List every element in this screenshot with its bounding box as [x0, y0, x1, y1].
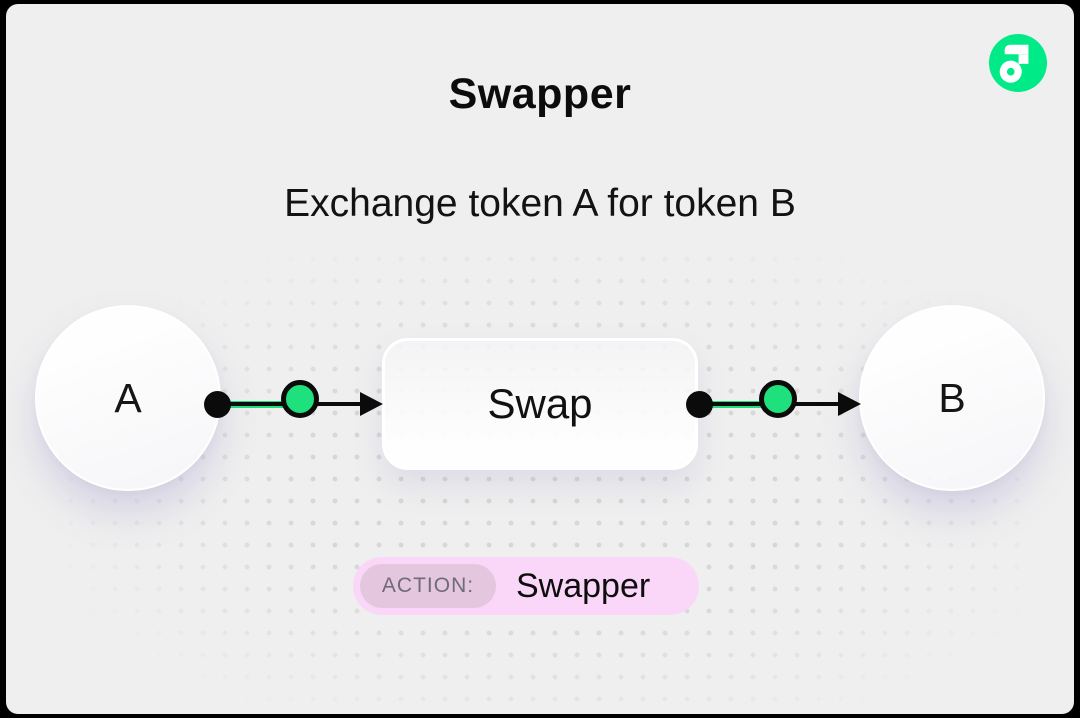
action-badge-label-pill: ACTION: — [360, 564, 496, 608]
arrowhead-into-b — [838, 392, 861, 416]
page-subtitle: Exchange token A for token B — [284, 182, 796, 225]
node-token-a-label: A — [114, 374, 142, 421]
edge-swap-to-b — [783, 402, 841, 406]
relay-dot-right — [759, 380, 797, 418]
edge-a-to-swap — [305, 402, 363, 406]
node-swap[interactable]: Swap — [382, 338, 698, 470]
dot-grid-fade — [56, 242, 1024, 704]
arrowhead-into-swap — [360, 392, 383, 416]
flow-logo-icon — [989, 34, 1047, 92]
node-swap-label: Swap — [487, 380, 593, 427]
port-dot-a-out — [204, 391, 231, 418]
action-badge: ACTION: Swapper — [353, 557, 699, 615]
node-token-b-label: B — [938, 374, 966, 421]
canvas: Swapper Exchange token A for token B A S… — [6, 4, 1074, 714]
edge-a-to-swap — [217, 402, 305, 406]
action-badge-value: Swapper — [516, 566, 651, 605]
node-token-a[interactable]: A — [35, 305, 221, 491]
page-title: Swapper — [448, 70, 632, 118]
relay-dot-left — [281, 380, 319, 418]
dot-grid-background — [56, 242, 1024, 704]
action-badge-label: ACTION: — [381, 574, 475, 597]
port-dot-swap-out — [686, 391, 713, 418]
node-token-b[interactable]: B — [859, 305, 1045, 491]
edge-swap-to-b — [699, 402, 783, 406]
